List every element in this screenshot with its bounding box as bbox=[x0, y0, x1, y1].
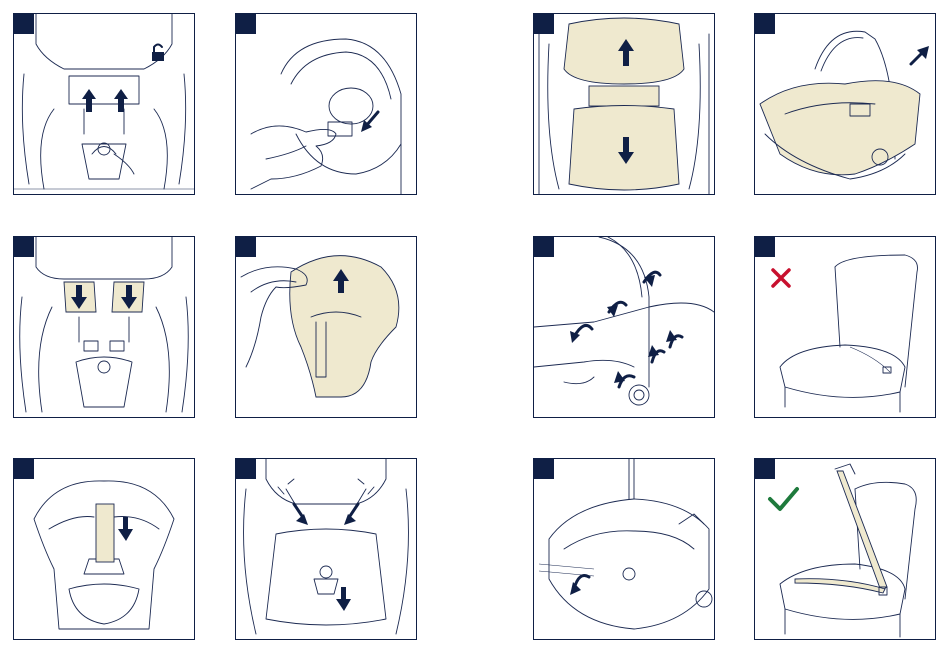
cross-icon bbox=[755, 237, 935, 417]
panel-harness-release bbox=[13, 13, 195, 195]
panel-carry-handle bbox=[754, 13, 936, 195]
panel-headrest-clip bbox=[235, 13, 417, 195]
panel-crotch-pad bbox=[13, 458, 195, 640]
panel-lap-belt-only-seat bbox=[754, 236, 936, 418]
arrow-diagonal-icon bbox=[755, 14, 935, 194]
curved-arrow-icon bbox=[534, 237, 714, 417]
panel-handle-clips bbox=[533, 236, 715, 418]
arrow-down-icon bbox=[534, 14, 714, 194]
arrow-down-icon bbox=[236, 459, 416, 639]
panel-three-point-belt-seat bbox=[754, 458, 936, 640]
curved-arrow-icon bbox=[534, 459, 714, 639]
check-icon bbox=[755, 459, 935, 639]
arrow-down-icon bbox=[14, 237, 194, 417]
panel-harness-buckle bbox=[235, 458, 417, 640]
arrow-up-icon bbox=[14, 14, 194, 194]
arrow-up-icon bbox=[236, 237, 416, 417]
arrow-down-icon bbox=[14, 459, 194, 639]
panel-base-belt-guide bbox=[533, 458, 715, 640]
arrow-down-icon bbox=[236, 14, 416, 194]
panel-shoulder-pads-down bbox=[13, 236, 195, 418]
panel-headrest-cover bbox=[235, 236, 417, 418]
panel-seat-cover bbox=[533, 13, 715, 195]
